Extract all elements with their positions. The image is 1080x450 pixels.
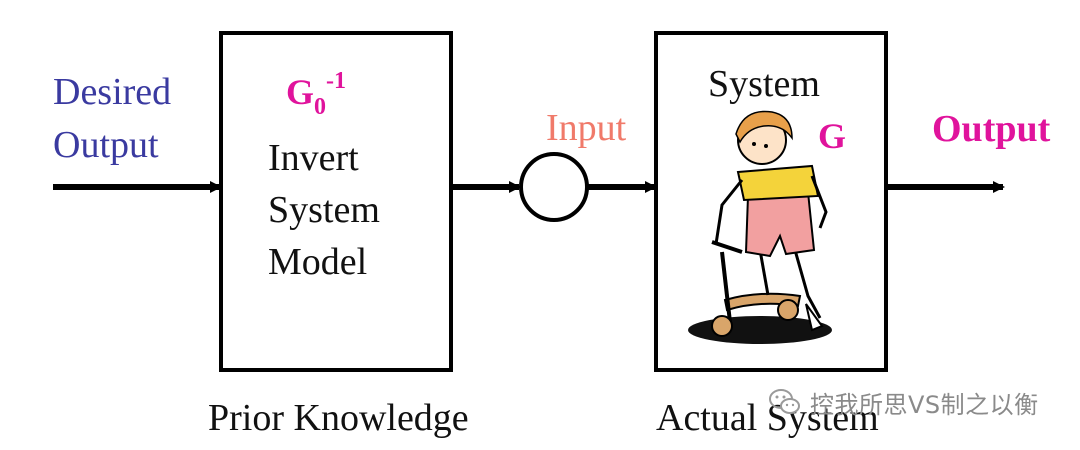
prior-knowledge-block bbox=[219, 31, 453, 372]
actual-system-caption: Actual System bbox=[656, 397, 879, 439]
input-label: Input bbox=[546, 107, 627, 149]
watermark: 控我所思VS制之以衡 bbox=[768, 384, 1039, 420]
child-on-scooter-illustration bbox=[688, 110, 832, 344]
wechat-icon bbox=[769, 389, 800, 414]
inverse-gain-label: G0-1 bbox=[286, 68, 346, 120]
model-text: Model bbox=[268, 241, 367, 283]
desired-output-label-line2: Output bbox=[53, 124, 159, 166]
inverse-gain-sup: -1 bbox=[326, 68, 346, 94]
inverse-gain-sub: 0 bbox=[314, 94, 326, 120]
system-gain-label: G bbox=[818, 116, 846, 156]
system-text: System bbox=[268, 189, 380, 231]
input-junction-circle bbox=[519, 152, 589, 222]
invert-text: Invert bbox=[268, 137, 359, 179]
system-title: System bbox=[708, 63, 820, 105]
desired-output-label-line1: Desired bbox=[53, 71, 171, 113]
watermark-text: 控我所思VS制之以衡 bbox=[810, 390, 1039, 419]
prior-knowledge-caption: Prior Knowledge bbox=[208, 397, 469, 439]
output-label: Output bbox=[932, 108, 1051, 150]
inverse-gain-base: G bbox=[286, 72, 314, 112]
